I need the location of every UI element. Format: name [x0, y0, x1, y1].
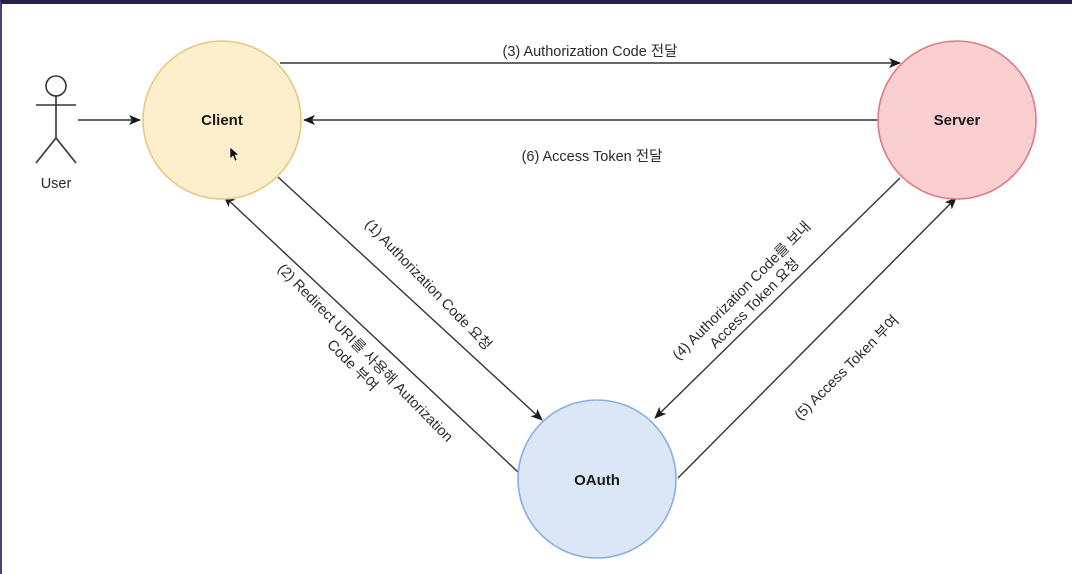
edge-3-label: (3) Authorization Code 전달 — [503, 43, 678, 60]
edge-2-oauth-to-client — [223, 195, 519, 473]
client-node — [142, 40, 302, 200]
oauth-node — [517, 399, 677, 559]
edge-4-label-line1: (4) Authorization Code를 보내 — [669, 218, 814, 363]
edge-4-server-to-oauth — [654, 177, 901, 419]
oauth-node-label: OAuth — [574, 472, 620, 489]
user-actor-icon — [35, 75, 77, 164]
edge-5-label: (5) Access Token 부여 — [791, 312, 903, 424]
mouse-cursor-icon — [229, 146, 240, 162]
server-node — [877, 40, 1037, 200]
user-label: User — [41, 176, 72, 192]
server-node-label: Server — [934, 112, 981, 129]
edge-6-label: (6) Access Token 전달 — [522, 148, 663, 165]
edge-5-oauth-to-server — [677, 197, 957, 479]
edge-1-label: (1) Authorization Code 요청 — [361, 216, 495, 354]
edge-1-client-to-oauth — [277, 176, 543, 421]
client-node-label: Client — [201, 112, 243, 129]
